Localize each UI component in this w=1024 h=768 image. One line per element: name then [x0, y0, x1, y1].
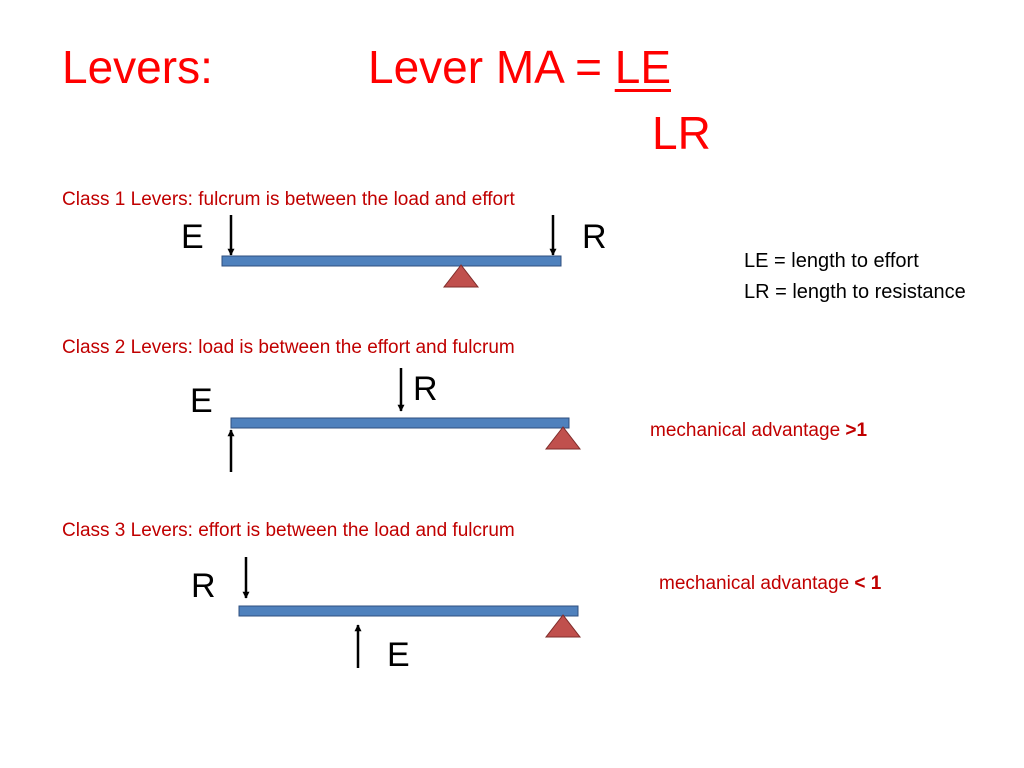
class1-beam — [221, 255, 562, 267]
title-denominator: LR — [652, 107, 711, 159]
class3-lever — [238, 557, 582, 668]
class3-beam — [238, 605, 579, 617]
class1-fulcrum — [442, 264, 480, 288]
class3-effort-label: E — [387, 636, 410, 674]
legend-lr: LR = length to resistance — [744, 281, 966, 303]
class2-beam — [230, 417, 570, 429]
class3-ma-value: < 1 — [854, 573, 882, 594]
class1-heading: Class 1 Levers: fulcrum is between the l… — [62, 189, 515, 210]
class1-effort-label: E — [181, 218, 204, 256]
class1-lever — [221, 215, 562, 288]
class2-mechanical-advantage: mechanical advantage >1 — [650, 421, 867, 440]
title-formula: Lever MA = LE — [368, 44, 671, 90]
class2-ma-text: mechanical advantage — [650, 420, 846, 441]
class3-heading: Class 3 Levers: effort is between the lo… — [62, 520, 515, 541]
class2-fulcrum — [544, 426, 582, 450]
class1-resistance-label: R — [582, 218, 607, 256]
legend-le: LE = length to effort — [744, 250, 919, 272]
class2-ma-value: >1 — [845, 420, 868, 441]
class3-load-label: R — [191, 567, 216, 605]
class2-heading: Class 2 Levers: load is between the effo… — [62, 337, 515, 358]
class2-lever — [227, 368, 582, 472]
class2-effort-label: E — [190, 382, 213, 420]
class3-ma-text: mechanical advantage — [659, 573, 855, 594]
title-formula-prefix: Lever MA = — [368, 41, 615, 93]
title-numerator: LE — [614, 41, 671, 93]
class2-load-label: R — [413, 370, 438, 408]
class3-mechanical-advantage: mechanical advantage < 1 — [659, 574, 881, 593]
class3-fulcrum — [544, 614, 582, 638]
title-levers: Levers: — [62, 41, 213, 93]
